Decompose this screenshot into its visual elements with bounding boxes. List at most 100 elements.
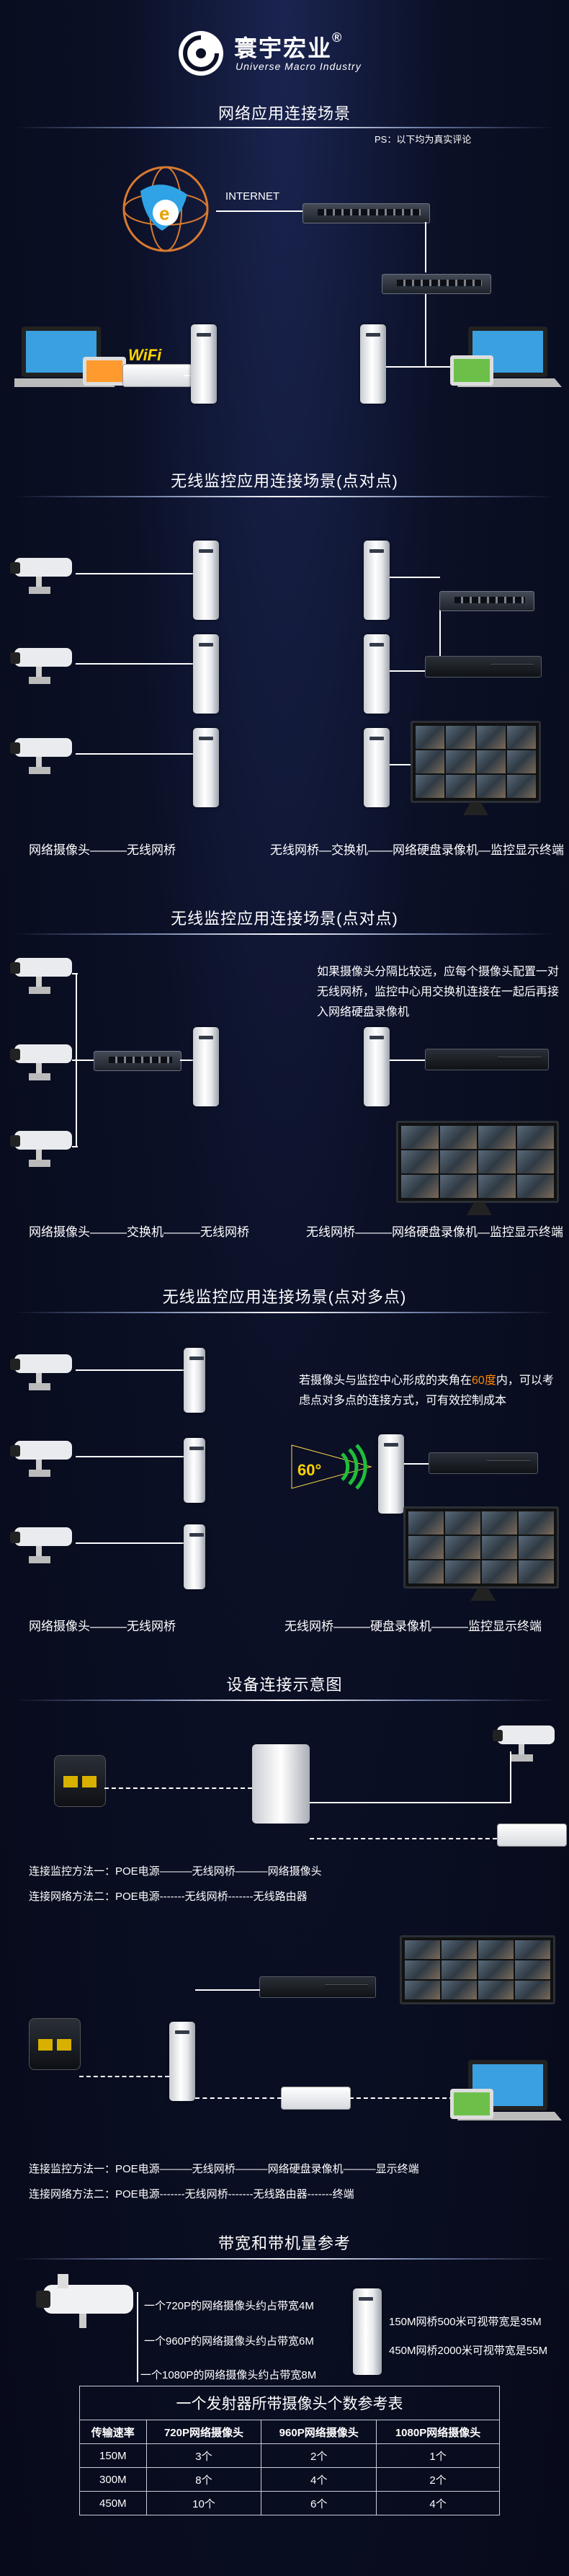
s3-left-caption: 网络摄像头———交换机———无线网桥 [29,1225,249,1239]
method1b-caption: 连接网络方法二：POE电源-------无线网桥-------无线路由器 [29,1891,308,1903]
wireless-bridge [364,728,390,807]
brand-name-cn: 寰宇宏业® [234,30,344,61]
wifi-router [122,364,192,387]
monitor-display [396,1121,559,1215]
network-video-recorder [425,656,542,678]
bridge-switch-link [390,670,429,672]
network-video-recorder [429,1452,538,1474]
network-switch [439,591,534,611]
switch-bridge-link [425,294,426,366]
bridge-router-link [310,1838,497,1839]
core-router [303,203,430,223]
internet-label: INTERNET [225,190,279,203]
wireless-bridge [193,728,219,807]
table-header: 720P网络摄像头 [145,2420,262,2444]
camera-link [72,1060,94,1061]
network-video-recorder [259,1976,376,1998]
laptop-tablet-icon [450,327,562,387]
divider [14,933,555,935]
table-cell: 4个 [376,2491,500,2515]
bridge-nvr-link [404,1463,429,1465]
wireless-bridge [193,634,219,714]
capacity-table: 一个发射器所带摄像头个数参考表 传输速率 720P网络摄像头 960P网络摄像头… [79,2386,500,2515]
camera-bridge-link [76,663,194,665]
bridge-device-horizontal [252,1744,310,1824]
wifi-signal-icon [291,1444,372,1490]
table-cell: 300M [79,2467,147,2492]
poe-bridge-link [104,1787,252,1789]
bw-960p: 一个960P的网络摄像头约占带宽6M [144,2335,314,2348]
camera-bridge-link [76,753,194,755]
network-camera [490,1723,559,1764]
network-camera [7,1351,76,1393]
wifi-label: WiFi [128,346,162,364]
divider [14,1312,555,1313]
table-cell: 8个 [145,2467,262,2492]
camera-bridge-link [76,573,194,574]
s3-right-caption: 无线网桥———网络硬盘录像机—监控显示终端 [306,1225,563,1239]
table-row: 150M 3个 2个 1个 [79,2443,500,2468]
s2-right-caption: 无线网桥—交换机——网络硬盘录像机—监控显示终端 [270,843,564,857]
bridge-switch-link [390,577,440,578]
table-cell: 2个 [261,2443,377,2468]
brand-name-en: Universe Macro Industry [236,61,362,72]
method1a-caption: 连接监控方法一：POE电源———无线网桥———网络摄像头 [29,1865,322,1878]
poe-power-adapter [54,1755,106,1807]
s2-left-caption: 网络摄像头———无线网桥 [29,843,176,857]
wireless-bridge [364,634,390,714]
bridge-camera-link [310,1802,511,1803]
monitor-display [403,1506,559,1601]
internet-link [216,210,303,212]
bridge-router-link [195,2097,282,2099]
monitor-display [400,1935,555,2004]
wireless-bridge [364,1027,390,1106]
bw-1080p: 一个1080P的网络摄像头约占带宽8M [140,2369,317,2381]
bw-720p: 一个720P的网络摄像头约占带宽4M [144,2300,314,2312]
monitor-display [411,721,541,815]
network-switch [94,1051,182,1071]
method2a-caption: 连接监控方法一：POE电源———无线网桥———网络硬盘录像机———显示终端 [29,2163,419,2175]
method2b-caption: 连接网络方法二：POE电源-------无线网桥-------无线路由器----… [29,2188,354,2200]
wireless-bridge [353,2288,382,2375]
camera-bridge-link [76,1456,184,1457]
s4-right-caption: 无线网桥———硬盘录像机———监控显示终端 [284,1620,542,1633]
divider [14,127,555,128]
wireless-bridge [193,541,219,620]
brand-logo: 寰宇宏业® Universe Macro Industry [176,29,393,79]
wireless-bridge [378,1434,404,1514]
laptop-tablet-icon [450,2060,562,2120]
wireless-bridge [184,1348,205,1413]
camera-bridge-link [76,1369,184,1371]
router-switch-link [425,222,426,272]
table-cell: 3个 [145,2443,262,2468]
wireless-bridge [191,324,217,404]
table-title: 一个发射器所带摄像头个数参考表 [79,2386,500,2420]
network-camera [7,1128,76,1170]
divider [14,496,555,497]
table-header: 传输速率 [79,2420,147,2444]
divider [14,1700,555,1701]
table-cell: 1个 [376,2443,500,2468]
angle-label: 60° [297,1461,322,1479]
vertical-link [439,604,441,662]
section-title-bandwidth: 带宽和带机量参考 [218,2234,351,2252]
bridge-switch-link [390,764,418,765]
switch-bridge-link [180,1060,193,1061]
brand-logo-icon [179,31,223,76]
poe-bridge-link [79,2076,169,2077]
table-header: 1080P网络摄像头 [376,2420,500,2444]
section-title-p2mp: 无线监控应用连接场景(点对多点) [162,1288,407,1306]
wireless-bridge [364,541,390,620]
network-camera [7,1438,76,1480]
svg-text:e: e [159,203,169,224]
network-camera [7,1524,76,1566]
table-cell: 10个 [145,2491,262,2515]
section-title-network: 网络应用连接场景 [218,105,351,123]
network-camera [7,555,76,597]
bw-150m-bridge: 150M网桥500米可视带宽是35M [389,2316,542,2328]
section-title-p2p-2: 无线监控应用连接场景(点对点) [171,910,398,928]
wifi-router [281,2087,351,2110]
s4-left-caption: 网络摄像头———无线网桥 [29,1620,176,1633]
poe-power-adapter [29,2018,81,2070]
table-cell: 6个 [261,2491,377,2515]
